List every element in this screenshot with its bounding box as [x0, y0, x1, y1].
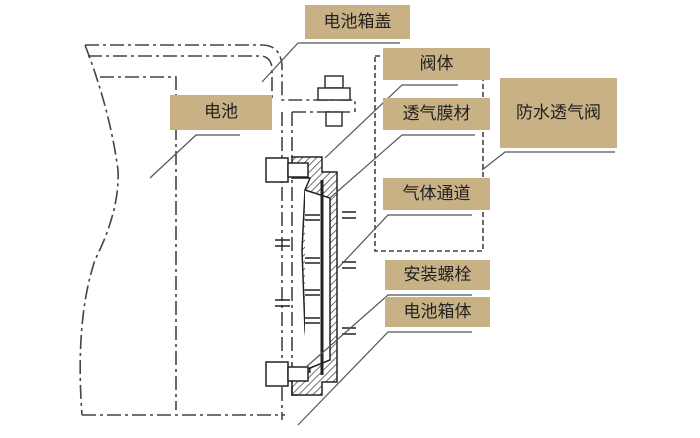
label-membrane: 透气膜材	[383, 98, 490, 130]
label-waterproof-vent: 防水透气阀	[500, 78, 617, 148]
label-battery: 电池	[170, 95, 272, 130]
battery-outer	[79, 44, 119, 416]
label-mounting-bolt: 安装螺栓	[385, 260, 490, 290]
battery-inner	[100, 76, 177, 410]
airflow-arrows	[275, 211, 356, 335]
label-gas-channel: 气体通道	[383, 178, 490, 210]
label-battery-cover: 电池箱盖	[305, 5, 410, 39]
label-battery-case: 电池箱体	[385, 297, 490, 327]
battery-cover-inner	[88, 55, 273, 100]
valve-body-box	[374, 55, 484, 252]
battery-cover-outline	[85, 44, 356, 112]
leader-lines	[149, 42, 615, 426]
valve-assembly	[265, 156, 338, 396]
label-valve-body: 阀体	[383, 48, 490, 80]
top-bolt	[317, 75, 351, 127]
